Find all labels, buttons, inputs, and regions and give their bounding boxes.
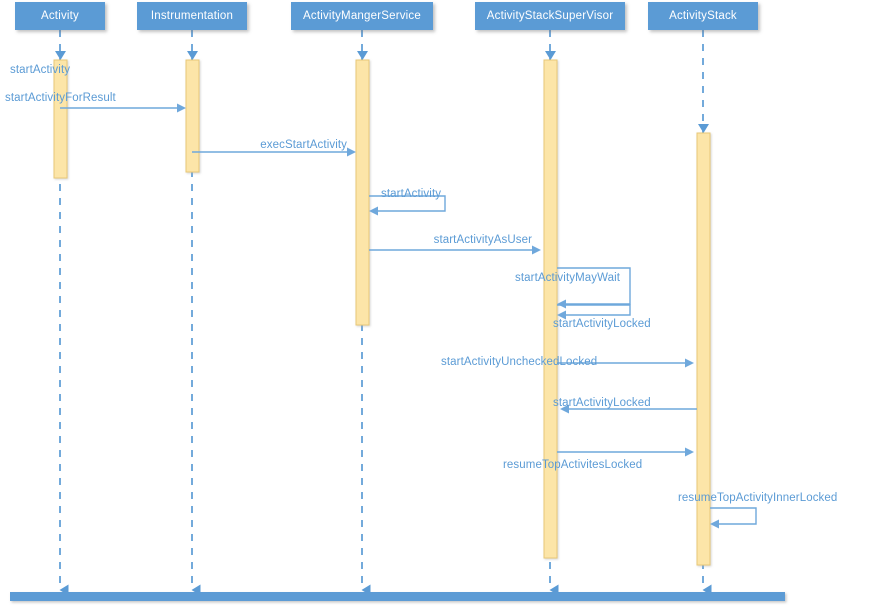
activation-bar-ams[interactable] <box>355 59 370 326</box>
message-label-m3: execStartActivity <box>260 139 347 151</box>
activation-bar-assv[interactable] <box>543 59 558 559</box>
activation-bar-instrumentation[interactable] <box>185 59 200 173</box>
lifelines-group <box>59 30 712 596</box>
activation-bar-activity[interactable] <box>53 59 68 179</box>
message-arrowhead-m3 <box>347 147 356 157</box>
participant-stack[interactable]: ActivityStack <box>648 2 758 30</box>
message-arrowhead-m8 <box>685 358 694 368</box>
footer-baseline-bar <box>10 592 785 601</box>
participant-label: ActivityMangerService <box>303 10 421 22</box>
self-message-arrowhead-m4 <box>369 206 378 216</box>
participant-instrumentation[interactable]: Instrumentation <box>137 2 247 30</box>
self-message-path-m11 <box>710 507 757 525</box>
activation-entry-arrow <box>698 124 709 133</box>
activation-bar-stack[interactable] <box>696 132 711 566</box>
activation-entry-arrow <box>55 51 66 60</box>
participant-assv[interactable]: ActivityStackSuperVisor <box>475 2 625 30</box>
message-label-m2: startActivityForResult <box>5 92 116 104</box>
self-message-path-m6 <box>557 267 631 305</box>
message-label-m10: resumeTopActivitesLocked <box>503 459 643 471</box>
message-label-m6: startActivityMayWait <box>515 272 621 284</box>
participant-label: Activity <box>40 10 80 22</box>
participant-label: ActivityStack <box>669 10 737 22</box>
self-message-path-m4 <box>369 195 446 212</box>
message-label-m7: startActivityLocked <box>553 318 651 330</box>
participant-activity[interactable]: Activity <box>15 2 105 30</box>
message-arrowhead-m5 <box>532 245 541 255</box>
message-label-m9: startActivityLocked <box>553 397 651 409</box>
participant-ams[interactable]: ActivityMangerService <box>291 2 433 30</box>
message-label-m8: startActivityUncheckedLocked <box>441 356 598 368</box>
participant-label: ActivityStackSuperVisor <box>486 10 614 22</box>
self-message-arrowhead-m11 <box>710 519 719 529</box>
message-label-m1: startActivity <box>10 64 71 76</box>
message-arrowhead-m10 <box>685 447 694 457</box>
activations-group <box>53 51 711 566</box>
message-arrowhead-m2 <box>177 103 186 113</box>
self-message-path-m7 <box>557 304 631 316</box>
footer-group <box>10 592 785 601</box>
message-label-m11: resumeTopActivityInnerLocked <box>678 492 838 504</box>
message-arrowhead-m9 <box>560 404 569 414</box>
message-label-m5: startActivityAsUser <box>433 234 532 246</box>
activation-entry-arrow <box>187 51 198 60</box>
message-label-m4: startActivity <box>381 188 442 200</box>
activation-entry-arrow <box>545 51 556 60</box>
self-message-arrowhead-m7 <box>557 310 566 320</box>
self-message-arrowhead-m6 <box>557 299 566 309</box>
activation-entry-arrow <box>357 51 368 60</box>
participant-label: Instrumentation <box>150 10 234 22</box>
messages-group <box>60 103 757 529</box>
